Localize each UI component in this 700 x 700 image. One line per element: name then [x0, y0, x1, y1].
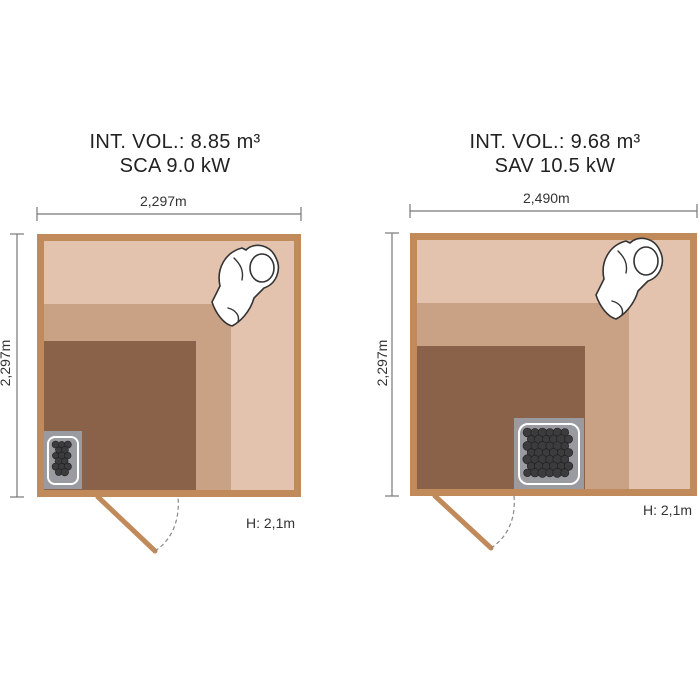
- left-door: [95, 494, 179, 554]
- right-person-icon: [595, 237, 664, 320]
- right-sauna-plan: [385, 204, 698, 551]
- heater-stone: [523, 468, 532, 477]
- left-heater-label: SCA 9.0 kW: [119, 155, 231, 177]
- right-width-label: 2,490m: [523, 190, 570, 206]
- heater-stone: [64, 452, 72, 460]
- right-heater-label: SAV 10.5 kW: [494, 155, 616, 177]
- right-heater: [514, 418, 584, 489]
- left-width-label: 2,297m: [140, 193, 187, 209]
- right-depth-dimension-line: [385, 232, 399, 497]
- right-door: [432, 493, 515, 551]
- left-sauna-title: INT. VOL.: 8.85 m³ SCA 9.0 kW: [60, 130, 290, 178]
- right-volume-label: INT. VOL.: 9.68 m³: [469, 131, 641, 153]
- left-person-icon: [211, 244, 280, 327]
- right-lower-bench-side: [585, 303, 629, 489]
- heater-stone: [563, 461, 574, 471]
- left-volume-label: INT. VOL.: 8.85 m³: [89, 131, 261, 153]
- left-height-label: H: 2,1m: [246, 515, 296, 531]
- heater-stone: [560, 468, 570, 478]
- heater-stone: [60, 468, 69, 477]
- heater-stone: [564, 434, 573, 444]
- left-depth-dimension-line: [10, 233, 24, 498]
- heater-stone: [563, 448, 573, 458]
- right-sauna-title: INT. VOL.: 9.68 m³ SAV 10.5 kW: [440, 130, 670, 178]
- right-height-label: H: 2,1m: [643, 502, 693, 518]
- left-lower-bench-side: [196, 304, 231, 490]
- left-width-dimension-line: [36, 207, 302, 221]
- left-sauna-plan: [10, 207, 302, 554]
- right-width-dimension-line: [409, 204, 698, 218]
- left-heater: [44, 431, 82, 489]
- heater-stone: [560, 441, 569, 451]
- heater-stone: [560, 454, 570, 464]
